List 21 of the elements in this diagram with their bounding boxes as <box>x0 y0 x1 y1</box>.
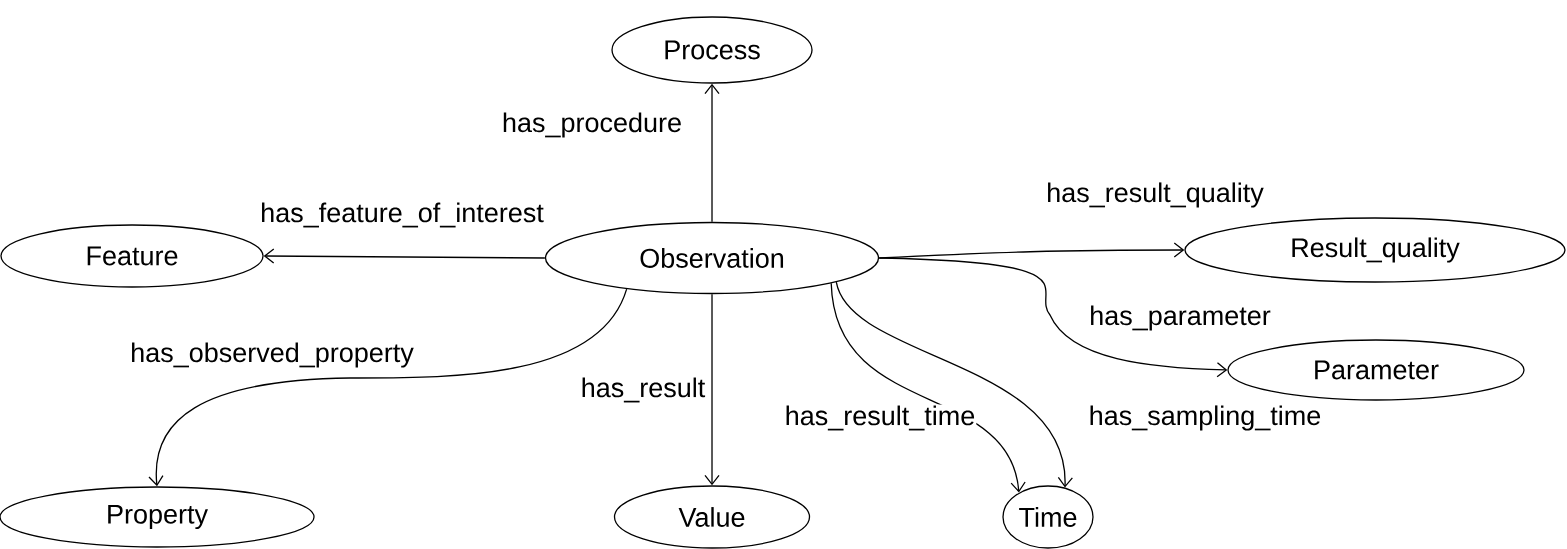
ellipse-node: Process <box>611 16 813 84</box>
arrow <box>148 288 628 487</box>
arrow <box>830 282 1026 493</box>
edge-label: has_result <box>579 376 707 404</box>
arrow <box>263 248 546 264</box>
ellipse-node: Value <box>613 485 811 549</box>
ellipse-node: Feature <box>0 224 264 288</box>
edge-label: has_observed_property <box>129 341 415 369</box>
ellipse-node: Time <box>1002 485 1094 549</box>
edge-label: has_sampling_time <box>1087 404 1323 432</box>
edge-label: has_parameter <box>1088 304 1272 332</box>
arrow <box>704 293 720 486</box>
edge-label: has_result_quality <box>1045 181 1265 209</box>
edge-label: has_result_time <box>783 404 977 432</box>
arrow <box>704 83 720 223</box>
ellipse-node: Parameter <box>1227 339 1525 401</box>
edge-label: has_procedure <box>500 111 684 139</box>
arrow <box>835 281 1073 488</box>
ellipse-node: Observation <box>544 221 880 295</box>
arrow <box>878 257 1228 378</box>
ellipse-node: Result_quality <box>1184 217 1566 283</box>
